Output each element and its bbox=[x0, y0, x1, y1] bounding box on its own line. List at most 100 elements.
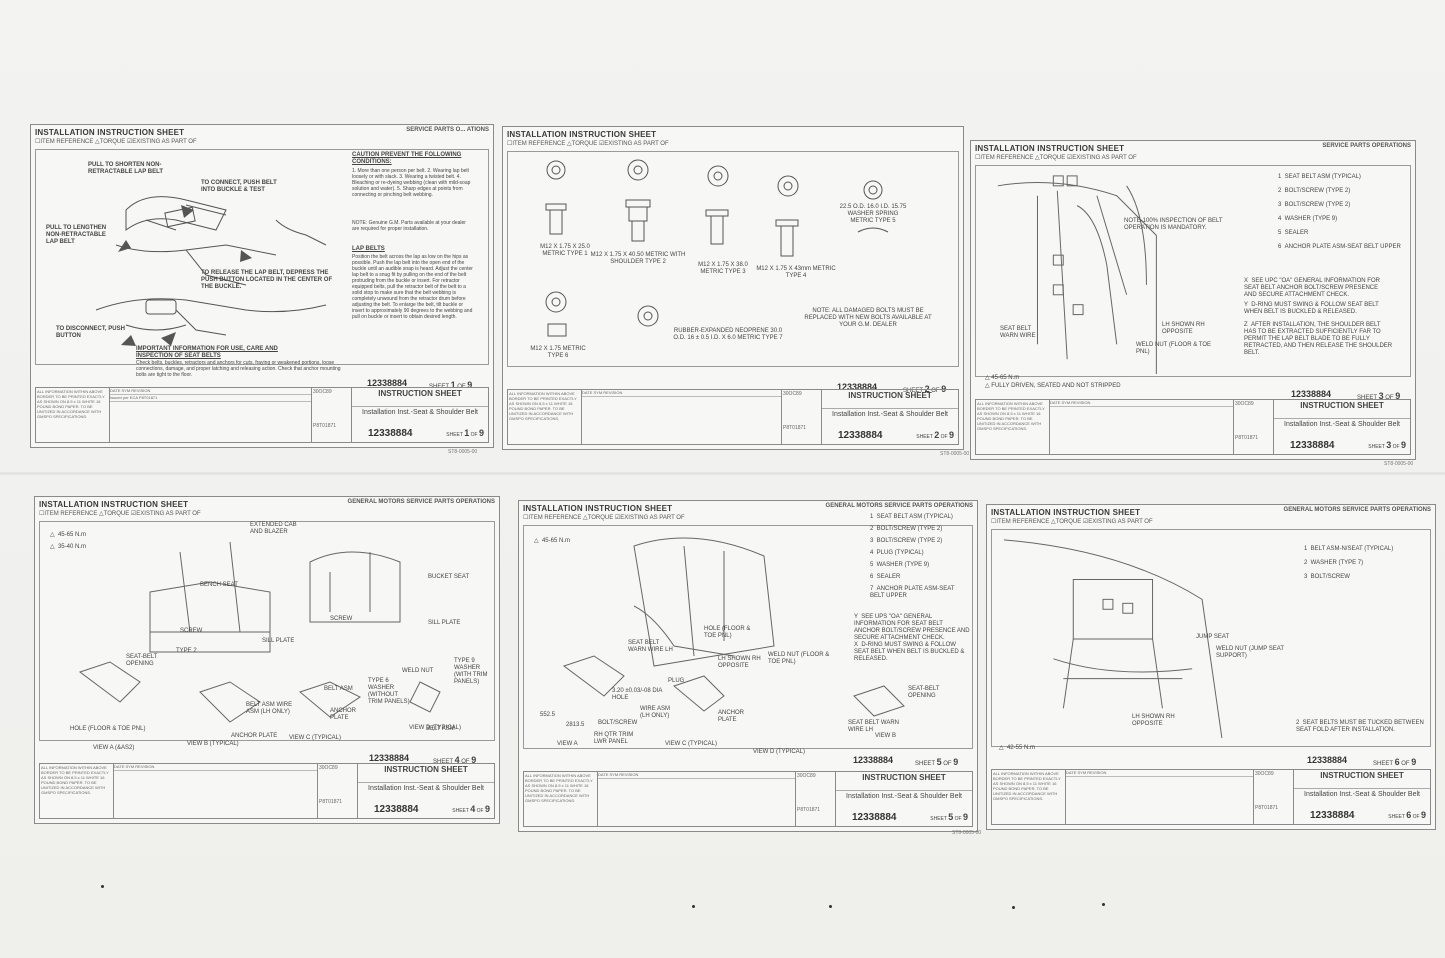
tb-title: INSTRUCTION SHEET bbox=[848, 391, 932, 400]
drawing-area: 1 BELT ASM-N/SEAT (TYPICAL) 2 WASHER (TY… bbox=[991, 529, 1431, 747]
stamp-code-top: ST8-0005-00 bbox=[940, 451, 970, 457]
tb-notes: ALL INFORMATION WITHIN ABOVE BORDER TO B… bbox=[524, 772, 598, 826]
tb-dates: 30OC89 P8T01871 bbox=[1253, 770, 1294, 824]
caution-body: 1. More than one person per belt. 2. Wea… bbox=[352, 168, 471, 198]
label-jump-seat: JUMP SEAT bbox=[1196, 634, 1230, 640]
label-hole: HOLE (FLOOR & TOE PNL) bbox=[70, 726, 146, 732]
tb-subtitle: Installation Inst.-Seat & Shoulder Belt bbox=[1274, 418, 1410, 428]
tb-subtitle: Installation Inst.-Seat & Shoulder Belt bbox=[822, 408, 958, 418]
label-pull-lengthen: PULL TO LENGTHEN NON-RETRACTABLE LAP BEL… bbox=[46, 225, 107, 245]
rev-header: DATE SYM REVISION bbox=[582, 390, 782, 397]
tb-revisions: DATE SYM REVISION bbox=[114, 764, 318, 818]
label-type2: TYPE 2 bbox=[176, 648, 197, 654]
tb-date: 30OC89 bbox=[797, 773, 816, 779]
label-belt-asm-2: BELT ASM bbox=[426, 726, 455, 732]
label-screw-2: SCREW bbox=[330, 616, 353, 622]
note-genuine: NOTE: Genuine G.M. Parts available at yo… bbox=[352, 220, 466, 232]
label-view-a: VIEW A (&AS2) bbox=[93, 745, 135, 751]
drawing-area: △ 45-65 N.m 1 SEAT BELT ASM (TYPICAL) 2 … bbox=[523, 514, 973, 749]
rev-header: DATE SYM REVISION bbox=[114, 764, 318, 771]
tb-date: 30OC89 bbox=[1255, 771, 1274, 777]
tb-title: INSTRUCTION SHEET bbox=[1300, 401, 1384, 410]
tb-subtitle: Installation Inst.-Seat & Shoulder Belt bbox=[836, 790, 972, 800]
tb-sheet-number: SHEET 3 OF 9 bbox=[1368, 440, 1406, 450]
part-number: 12338884 bbox=[853, 755, 894, 765]
label-type7: RUBBER-EXPANDED NEOPRENE 30.0 O.D. 16 ± … bbox=[673, 328, 783, 341]
label-view-b: VIEW B (TYPICAL) bbox=[187, 741, 239, 747]
label-weld-nut: WELD NUT (FLOOR & TOE PNL) bbox=[1136, 342, 1212, 355]
label-sill-plate: SILL PLATE bbox=[428, 620, 461, 626]
title-block: ALL INFORMATION WITHIN ABOVE BORDER TO B… bbox=[991, 769, 1431, 825]
tb-notes: ALL INFORMATION WITHIN ABOVE BORDER TO B… bbox=[36, 388, 110, 442]
tb-title-area: INSTRUCTION SHEET Installation Inst.-Sea… bbox=[1293, 770, 1430, 824]
drawing-area: 1 SEAT BELT ASM (TYPICAL) 2 BOLT/SCREW (… bbox=[975, 165, 1411, 377]
tb-title-area: INSTRUCTION SHEET Installation Inst.-Sea… bbox=[835, 772, 972, 826]
label-anchor-plate: ANCHOR PLATE bbox=[330, 708, 357, 721]
label-extended-cab: EXTENDED CAB AND BLAZER bbox=[250, 522, 297, 535]
lap-belts-body: Position the belt across the lap as low … bbox=[352, 254, 473, 320]
tb-dates: 30OC89 P8T01871 bbox=[781, 390, 822, 444]
tb-date: 30OC89 bbox=[783, 391, 802, 397]
sheet-legend: ☐ITEM REFERENCE △TORQUE ☑EXISTING AS PAR… bbox=[39, 511, 201, 517]
tb-sheet-number: SHEET 1 OF 9 bbox=[446, 428, 484, 438]
sheet-header: INSTALLATION INSTRUCTION SHEET bbox=[507, 130, 657, 139]
stamp-code-right: ST8-0005-00 bbox=[1384, 461, 1414, 467]
sheet-number: SHEET 5 OF 9 bbox=[915, 757, 959, 767]
tb-notes: ALL INFORMATION WITHIN ABOVE BORDER TO B… bbox=[992, 770, 1066, 824]
tb-title: INSTRUCTION SHEET bbox=[384, 765, 468, 774]
label-seatbelt-opening: SEAT-BELT OPENING bbox=[126, 654, 158, 667]
item-6: 6 SEALER bbox=[870, 574, 901, 580]
part-number: 12338884 bbox=[369, 753, 410, 763]
label-anchor-plate-2: ANCHOR PLATE bbox=[231, 733, 278, 739]
vehicle-pillar-illustration bbox=[997, 175, 1157, 375]
note-tucked: 2 SEAT BELTS MUST BE TUCKED BETWEEN SEAT… bbox=[1296, 720, 1424, 733]
sheet-header: INSTALLATION INSTRUCTION SHEET bbox=[35, 128, 185, 137]
tb-part-number: 12338884 bbox=[852, 812, 897, 823]
tb-title-area: INSTRUCTION SHEET Installation Inst.-Sea… bbox=[357, 764, 494, 818]
note-damaged-bolts: NOTE: ALL DAMAGED BOLTS MUST BE REPLACED… bbox=[804, 308, 932, 328]
note-y: Y D-RING MUST SWING & FOLLOW SEAT BELT W… bbox=[1244, 302, 1379, 315]
sheet-number: SHEET 6 OF 9 bbox=[1373, 757, 1417, 767]
sheet-legend: ☐ITEM REFERENCE △TORQUE ☑EXISTING AS PAR… bbox=[975, 155, 1137, 161]
tb-dates: 30OC89 P8T01871 bbox=[311, 388, 352, 442]
corner-logo: GENERAL MOTORS SERVICE PARTS OPERATIONS bbox=[1283, 507, 1431, 513]
tb-revisions: DATE SYM REVISION bbox=[582, 390, 782, 444]
sheet-legend: ☐ITEM REFERENCE △TORQUE ☑EXISTING AS PAR… bbox=[991, 519, 1153, 525]
title-block: ALL INFORMATION WITHIN ABOVE BORDER TO B… bbox=[523, 771, 973, 827]
label-warn-wire: SEAT BELT WARN WIRE LH bbox=[628, 640, 673, 653]
tb-dates: 30OC89 P8T01871 bbox=[1233, 400, 1274, 454]
tb-revisions: DATE SYM REVISION bbox=[1050, 400, 1234, 454]
label-type9: TYPE 9 WASHER (WITH TRIM PANELS) bbox=[454, 658, 488, 685]
instruction-sheet-4: INSTALLATION INSTRUCTION SHEET ☐ITEM REF… bbox=[34, 496, 500, 824]
item-2: 2 BOLT/SCREW (TYPE 2) bbox=[870, 526, 943, 532]
label-torque-2: △ 35-40 N.m bbox=[50, 544, 86, 550]
part-number: 12338884 bbox=[1291, 389, 1332, 399]
fastener-illustration bbox=[545, 159, 889, 337]
label-warn-wire-2: SEAT BELT WARN WIRE LH bbox=[848, 720, 900, 733]
sheet-legend: ☐ITEM REFERENCE △TORQUE ☑EXISTING AS PAR… bbox=[35, 139, 197, 145]
label-belt-wire: BELT ASM WIRE ASM (LH ONLY) bbox=[246, 702, 293, 715]
label-disconnect: TO DISCONNECT, PUSH BUTTON bbox=[56, 326, 125, 339]
tb-part-number: 12338884 bbox=[368, 428, 413, 439]
sheet-legend: ☐ITEM REFERENCE △TORQUE ☑EXISTING AS PAR… bbox=[523, 515, 685, 521]
tb-revisions: DATE SYM REVISION bbox=[598, 772, 796, 826]
label-view-c: VIEW C (TYPICAL) bbox=[665, 741, 718, 747]
tb-part-number: 12338884 bbox=[838, 430, 883, 441]
label-view-d: VIEW D (TYPICAL) bbox=[409, 725, 462, 731]
item-4: 4 WASHER (TYPE 9) bbox=[1278, 216, 1338, 222]
item-5: 5 WASHER (TYPE 9) bbox=[870, 562, 930, 568]
corner-logo: GENERAL MOTORS SERVICE PARTS OPERATIONS bbox=[825, 503, 973, 509]
punch-mark bbox=[101, 885, 104, 888]
tb-revisions: DATE SYM REVISION bbox=[1066, 770, 1254, 824]
label-bench-seat: BENCH SEAT bbox=[200, 582, 238, 588]
sheet-header: INSTALLATION INSTRUCTION SHEET bbox=[975, 144, 1125, 153]
label-wire-asm: WIRE ASM (LH ONLY) bbox=[640, 706, 671, 719]
sheet-header: INSTALLATION INSTRUCTION SHEET bbox=[991, 508, 1141, 517]
label-release: TO RELEASE THE LAP BELT, DEPRESS THE PUS… bbox=[201, 270, 333, 290]
item-2: 2 WASHER (TYPE 7) bbox=[1304, 560, 1364, 566]
label-dia-hole: 3.20 ±0.03/-08 DIA HOLE bbox=[612, 688, 662, 701]
label-warn-wire: SEAT BELT WARN WIRE bbox=[1000, 326, 1036, 339]
label-inspection: NOTE-100% INSPECTION OF BELT OPERATION I… bbox=[1124, 218, 1223, 231]
item-1: 1 SEAT BELT ASM (TYPICAL) bbox=[1278, 174, 1361, 180]
tb-sheet-number: SHEET 2 OF 9 bbox=[916, 430, 954, 440]
